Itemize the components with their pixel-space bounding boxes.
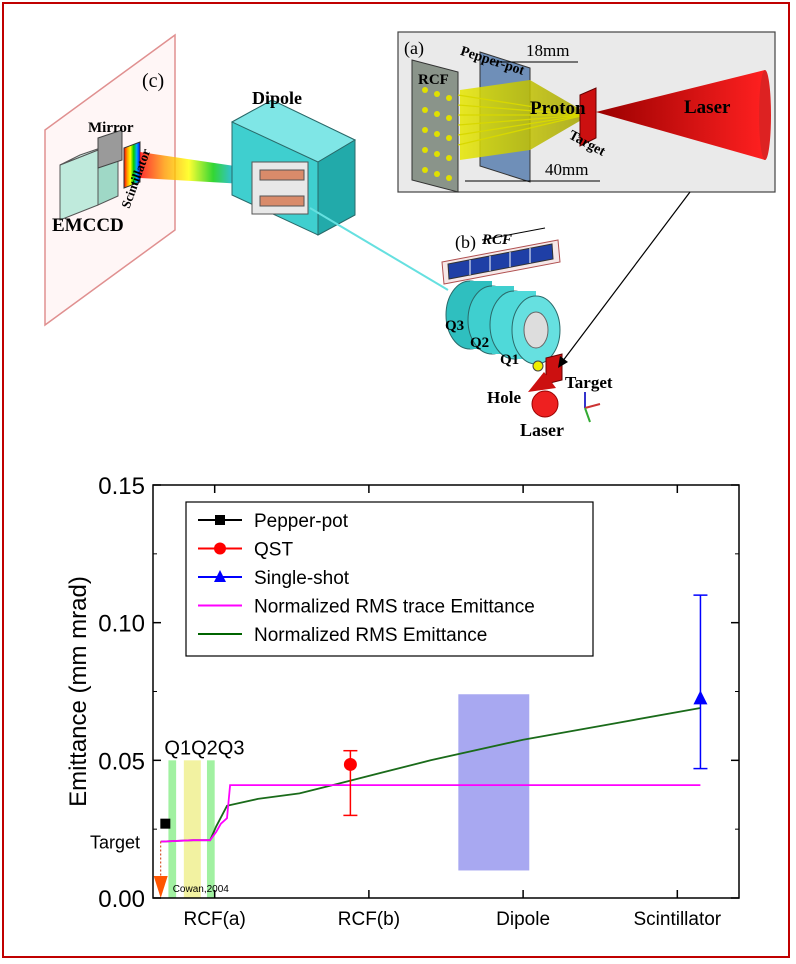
q1-label: Q1 (500, 352, 520, 368)
inset-a-18mm-label: 18mm (526, 41, 570, 60)
y-tick-label: 0.00 (98, 886, 145, 913)
inset-a-tag: (a) (404, 38, 424, 58)
region-q3 (206, 760, 215, 898)
mirror-shape (97, 129, 123, 169)
inset-a-laser-label: Laser (684, 97, 731, 118)
inset-a-rcf-label: RCF (418, 72, 449, 88)
y-tick-label: 0.10 (98, 611, 145, 638)
legend-box (185, 501, 594, 657)
x-tick-label: RCF(b) (338, 909, 400, 930)
inset-a-proton-label: Proton (530, 98, 586, 119)
dipole-label: Dipole (252, 88, 303, 108)
chart-regions (168, 694, 530, 898)
scintillator-shape (123, 141, 141, 189)
rcf-b-stack (441, 227, 561, 285)
series-line-normalized-rms-emittance (160, 707, 701, 843)
legend-marker-triangle (214, 570, 226, 582)
legend-label: QST (254, 540, 293, 561)
quadrupole-triplet (445, 280, 561, 372)
inset-pointer-arrow (561, 191, 691, 363)
hole-label: Hole (487, 388, 521, 407)
qst-point (343, 757, 357, 771)
legend-label: Single-shot (254, 568, 350, 589)
laser-label: Laser (520, 420, 564, 440)
target-label: Target (565, 373, 613, 392)
inset-a-drawing (411, 51, 771, 193)
region-q2 (183, 760, 201, 898)
y-axis-label: Emittance (mm mrad) (65, 576, 92, 807)
series-line-normalized-rms-trace-emittance (160, 784, 701, 843)
dipole-magnet (230, 99, 357, 236)
cowan-marker (153, 875, 168, 898)
y-tick-label: 0.15 (98, 473, 145, 500)
panel-b-rcf-label: RCF (482, 232, 513, 248)
region-q1 (168, 760, 177, 898)
legend-label: Normalized RMS Emittance (254, 625, 487, 646)
region-dipole (458, 694, 530, 871)
x-tick-label: RCF(a) (184, 909, 246, 930)
legend-marker-circle (214, 542, 226, 555)
laser-cone (528, 372, 556, 392)
y-tick-label: 0.05 (98, 748, 145, 775)
chart-points (153, 594, 708, 898)
setup-diagram (44, 31, 776, 423)
x-tick-label: Scintillator (633, 909, 721, 930)
panel-c-tag: (c) (142, 70, 165, 92)
x-tick-label: Dipole (496, 909, 550, 930)
mirror-label: Mirror (88, 120, 134, 136)
single-shot-point (693, 690, 708, 705)
target-annotation: Target (90, 833, 140, 853)
inset-a-40mm-label: 40mm (545, 160, 589, 179)
legend-marker-square (215, 515, 225, 525)
legend-label: Pepper-pot (254, 511, 349, 532)
quadrupole-region-label: Q1Q2Q3 (164, 737, 244, 759)
cowan-annotation: Cowan,2004 (173, 884, 230, 895)
q3-label: Q3 (445, 318, 465, 334)
emccd-label: EMCCD (52, 215, 124, 236)
panel-b-tag: (b) (455, 232, 476, 252)
q2-label: Q2 (470, 335, 490, 351)
legend-label: Normalized RMS trace Emittance (254, 597, 535, 618)
pepper-pot-point (160, 818, 171, 829)
chart-lines (160, 707, 701, 879)
